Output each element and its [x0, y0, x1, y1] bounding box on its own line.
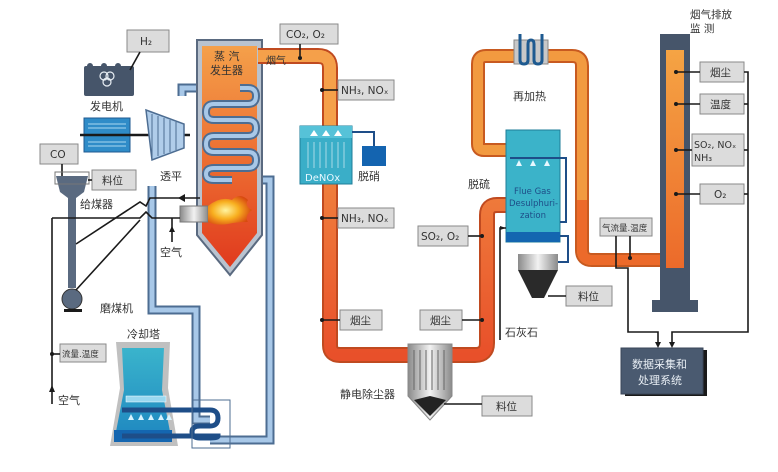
dust-left-label: 烟尘	[350, 314, 371, 327]
turbine	[145, 108, 185, 162]
esp-level-box	[481, 395, 533, 417]
generator-label: 发电机	[90, 99, 123, 113]
data-acquisition-system: 数据采集和 处理系统	[620, 347, 707, 396]
co-box	[39, 143, 79, 165]
flow-temp-left-box	[59, 343, 107, 363]
dust-right-label: 烟尘	[430, 314, 451, 327]
stack-gases-label-2: NH₃	[694, 153, 712, 164]
steam-generator-label-1: 蒸 汽	[214, 49, 240, 63]
air-burner-label: 空气	[160, 245, 182, 259]
three-phase-icon	[99, 71, 115, 87]
fgd-level-label: 料位	[578, 290, 599, 303]
reheat-label: 再加热	[513, 90, 546, 103]
flow-temp-right-box	[599, 217, 653, 237]
desulfurization-label: 脱硫	[468, 177, 490, 191]
stack-temp-label: 温度	[710, 98, 731, 111]
steam-generator: 蒸 汽 发生器	[179, 39, 263, 277]
ammonia-tank	[362, 146, 386, 166]
stack-title-1: 烟气排放	[690, 8, 732, 21]
stack-gases-box	[691, 133, 745, 167]
h2-box	[126, 29, 170, 53]
denox-reactor: DeNOx	[299, 125, 353, 185]
nh3-nox-mid-label: NH₃, NOₓ	[341, 213, 389, 225]
burner-nozzle	[179, 205, 209, 223]
fgd-label-1: Flue Gas	[514, 187, 551, 197]
daq-label-2: 处理系统	[638, 374, 682, 387]
esp-level-label: 料位	[496, 400, 517, 413]
fgd-label-2: Desulphuri-	[509, 199, 558, 209]
so2-o2-label: SO₂, O₂	[421, 231, 459, 243]
cooling-tower: 冷却塔	[110, 328, 178, 446]
fgd-absorber: Flue Gas Desulphuri- zation	[505, 129, 567, 243]
nh3-nox-top-label: NH₃, NOₓ	[341, 85, 389, 97]
stack-gases-label-1: SO₂, NOₓ	[694, 140, 736, 151]
esp-label: 静电除尘器	[340, 387, 395, 401]
generator: 发电机	[84, 63, 134, 113]
coal-feeder: CO 料位 给煤器 磨煤机	[39, 143, 137, 315]
co2-o2-label: CO₂, O₂	[286, 29, 325, 41]
condenser-coil	[122, 407, 221, 441]
flow-temp-left-label: 流量.温度	[62, 349, 99, 360]
denox-label: DeNOx	[305, 173, 340, 184]
gypsum-hopper	[518, 254, 558, 298]
turbine-label: 透平	[160, 170, 182, 183]
denitration-label: 脱硝	[358, 169, 380, 183]
electrostatic-precipitator: 静电除尘器	[340, 343, 453, 421]
h2-label: H₂	[140, 36, 152, 48]
heating-coil-icon	[518, 34, 544, 66]
flue-gas-label: 烟气	[266, 54, 286, 67]
flow-temp-right-label: 气流量.温度	[602, 223, 648, 234]
coal-mill-label: 磨煤机	[100, 301, 133, 315]
air-bottom-label: 空气	[58, 393, 80, 407]
coal-feeder-label: 给煤器	[80, 198, 113, 211]
stack-dust-label: 烟尘	[710, 66, 731, 79]
cooling-tower-label: 冷却塔	[127, 328, 160, 341]
stack-title-2: 监 测	[690, 22, 714, 35]
limestone-label: 石灰石	[505, 325, 538, 339]
co2-o2-box	[279, 23, 339, 45]
steam-generator-label-2: 发生器	[210, 63, 243, 77]
fgd-label-3: zation	[520, 211, 546, 221]
flame-icon	[208, 196, 252, 225]
coal-level-label: 料位	[102, 174, 123, 187]
reheat-duct: 再加热	[471, 34, 662, 267]
co-label: CO	[50, 149, 66, 161]
stack-o2-label: O₂	[714, 189, 726, 201]
daq-label-1: 数据采集和	[632, 357, 687, 371]
